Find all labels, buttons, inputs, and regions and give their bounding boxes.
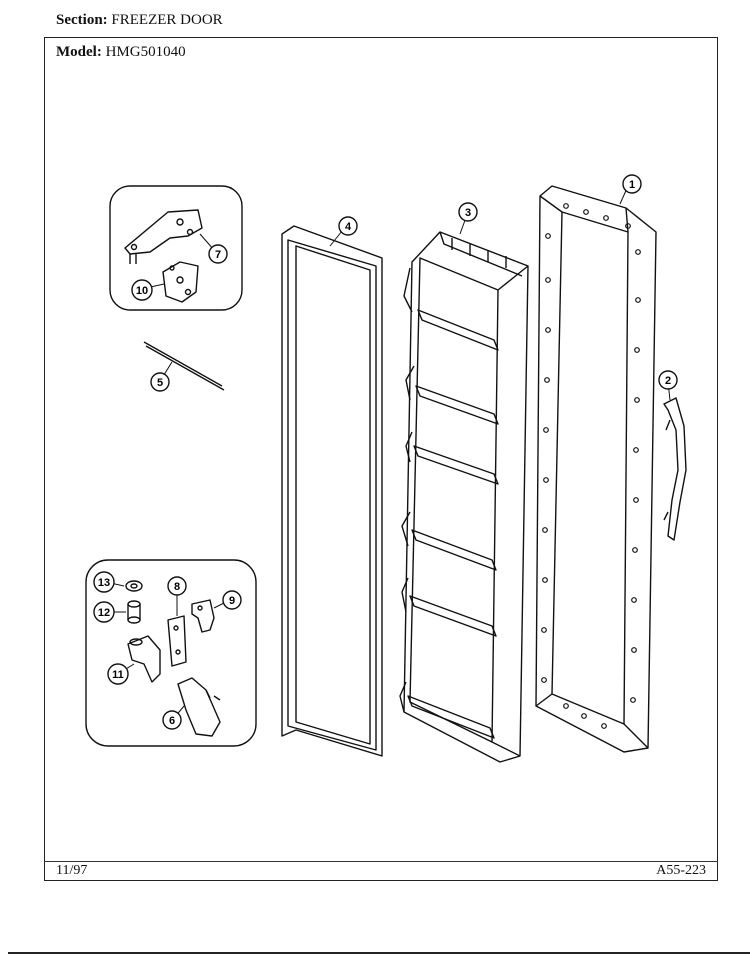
hinge-cover bbox=[177, 677, 221, 737]
door-handle bbox=[663, 397, 687, 541]
section-label: Section: bbox=[56, 12, 108, 28]
callout-6: 6 bbox=[162, 710, 182, 730]
callout-10: 10 bbox=[131, 279, 153, 301]
hinge-plate-lower bbox=[162, 261, 199, 303]
small-hinge-bracket bbox=[191, 599, 215, 633]
callout-4: 4 bbox=[338, 216, 358, 236]
lower-hinge bbox=[127, 635, 161, 683]
svg-text:6: 6 bbox=[169, 715, 175, 727]
callout-11: 11 bbox=[107, 663, 129, 685]
svg-text:10: 10 bbox=[136, 285, 148, 297]
panel-screw-holes bbox=[541, 203, 641, 729]
callout-13: 13 bbox=[93, 571, 115, 593]
svg-text:1: 1 bbox=[629, 179, 635, 191]
callout-5: 5 bbox=[150, 372, 170, 392]
upper-hinge-inset bbox=[109, 185, 243, 311]
callout-1: 1 bbox=[622, 174, 642, 194]
footer-divider bbox=[44, 861, 718, 862]
door-gasket bbox=[281, 225, 383, 757]
section-heading: Section: FREEZER DOOR bbox=[56, 12, 223, 29]
svg-text:9: 9 bbox=[229, 595, 235, 607]
diagram-frame bbox=[44, 37, 718, 881]
svg-text:2: 2 bbox=[665, 375, 671, 387]
hinge-bracket-plate bbox=[167, 615, 187, 667]
svg-text:12: 12 bbox=[98, 607, 110, 619]
svg-text:3: 3 bbox=[465, 207, 471, 219]
callout-3: 3 bbox=[458, 202, 478, 222]
lower-hinge-inset bbox=[85, 559, 257, 747]
model-heading: Model: HMG501040 bbox=[56, 44, 186, 61]
diagram-code: A55-223 bbox=[656, 863, 706, 878]
callout-9: 9 bbox=[222, 590, 242, 610]
hinge-plate-upper bbox=[124, 209, 203, 255]
svg-text:11: 11 bbox=[112, 669, 124, 681]
svg-text:7: 7 bbox=[215, 249, 221, 261]
door-rod bbox=[143, 341, 225, 391]
svg-text:5: 5 bbox=[157, 377, 163, 389]
callout-7: 7 bbox=[208, 244, 228, 264]
svg-text:13: 13 bbox=[98, 577, 110, 589]
model-value: HMG501040 bbox=[105, 44, 186, 60]
revision-date: 11/97 bbox=[56, 863, 88, 878]
callout-8: 8 bbox=[167, 576, 187, 596]
svg-text:8: 8 bbox=[174, 581, 180, 593]
callout-2: 2 bbox=[658, 370, 678, 390]
svg-text:4: 4 bbox=[345, 221, 352, 233]
bottom-rule bbox=[8, 952, 750, 954]
callout-12: 12 bbox=[93, 601, 115, 623]
model-label: Model: bbox=[56, 44, 102, 60]
outer-door-panel bbox=[535, 185, 657, 753]
section-value: FREEZER DOOR bbox=[111, 12, 223, 28]
